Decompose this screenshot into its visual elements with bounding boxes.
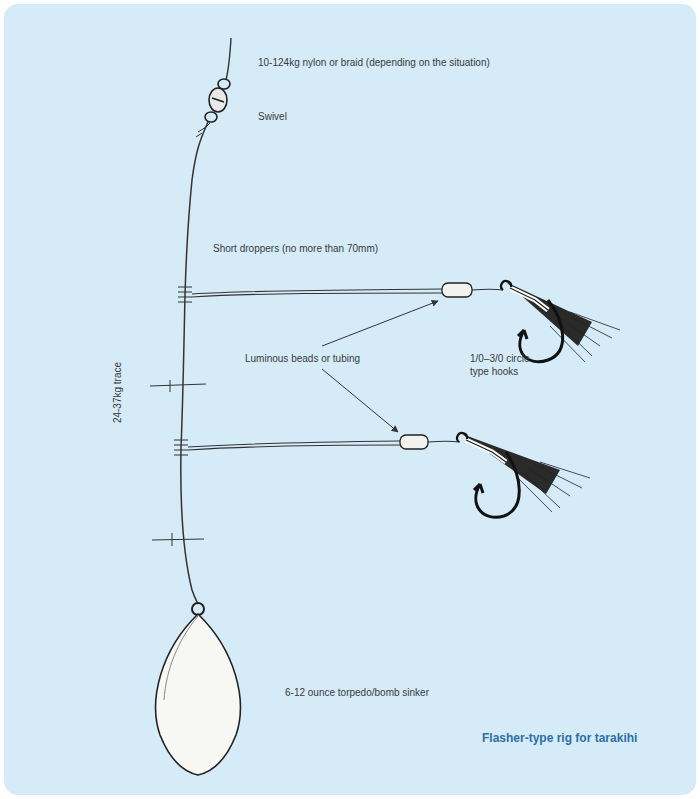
part-label: 6-12 ounce torpedo/bomb sinker — [285, 686, 429, 699]
luminous-bead — [442, 283, 472, 297]
part-label: 1/0–3/0 circle type hooks — [470, 352, 544, 378]
trace-ticks — [150, 380, 206, 546]
leader-arrow — [322, 369, 398, 432]
sinker — [156, 590, 241, 775]
knot-wraps — [196, 123, 210, 137]
leader-arrow — [322, 301, 438, 346]
dimension-label: 24-37kg trace — [112, 361, 125, 422]
background-panel — [4, 4, 696, 795]
line-label: 10-124kg nylon or braid (depending on th… — [258, 56, 490, 69]
main-line — [226, 38, 231, 80]
part-label: Short droppers (no more than 70mm) — [213, 242, 378, 255]
luminous-bead — [400, 435, 428, 449]
part-label: Luminous beads or tubing — [245, 352, 360, 365]
swivel — [205, 79, 230, 122]
figure-caption: Flasher-type rig for tarakihi — [482, 731, 637, 745]
trace-line — [181, 122, 208, 590]
part-label: Swivel — [258, 110, 287, 123]
flasher-hook — [457, 433, 590, 517]
flasher-hook — [501, 281, 620, 362]
dropper-knots — [174, 287, 192, 455]
